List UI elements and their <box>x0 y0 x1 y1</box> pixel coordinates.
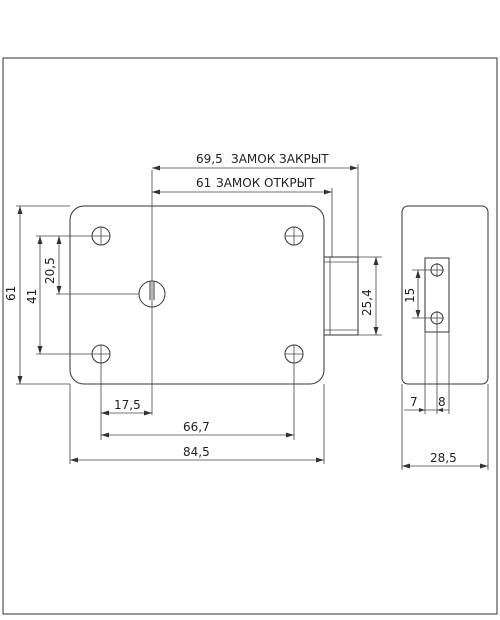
front-view: 69,5 ЗАМОК ЗАКРЫТ 61 ЗАМОК ОТКРЫТ 61 41 … <box>4 152 382 464</box>
dim-open-width: 61 <box>196 176 211 190</box>
dim-total-height: 61 <box>4 286 18 301</box>
dim-locked-text: ЗАМОК ЗАКРЫТ <box>231 152 329 166</box>
dim-open-text: ЗАМОК ОТКРЫТ <box>216 176 315 190</box>
side-view: 15 7 8 28,5 <box>401 205 489 470</box>
dim-side-depth: 28,5 <box>430 451 457 465</box>
dim-side-height: 15 <box>403 288 417 303</box>
side-body <box>401 205 489 385</box>
mount-hole-bottom-left <box>91 344 111 364</box>
dim-locked-width: 69,5 <box>196 152 223 166</box>
mount-hole-bottom-right <box>284 344 304 364</box>
mount-hole-top-left <box>91 226 111 246</box>
drawing-frame <box>2 57 498 615</box>
dim-bolt-height: 25,4 <box>360 289 374 316</box>
dim-keyhole-x: 17,5 <box>114 398 141 412</box>
dim-side-a: 7 <box>410 395 418 409</box>
dim-hole-spacing-vertical: 41 <box>25 289 39 304</box>
dim-keyhole-offset: 20,5 <box>43 257 57 284</box>
dim-body-width: 84,5 <box>183 445 210 459</box>
mount-hole-top-right <box>284 226 304 246</box>
dim-hole-spacing-horizontal: 66,7 <box>183 420 210 434</box>
lock-bolt <box>323 256 359 336</box>
dim-side-b: 8 <box>438 395 446 409</box>
